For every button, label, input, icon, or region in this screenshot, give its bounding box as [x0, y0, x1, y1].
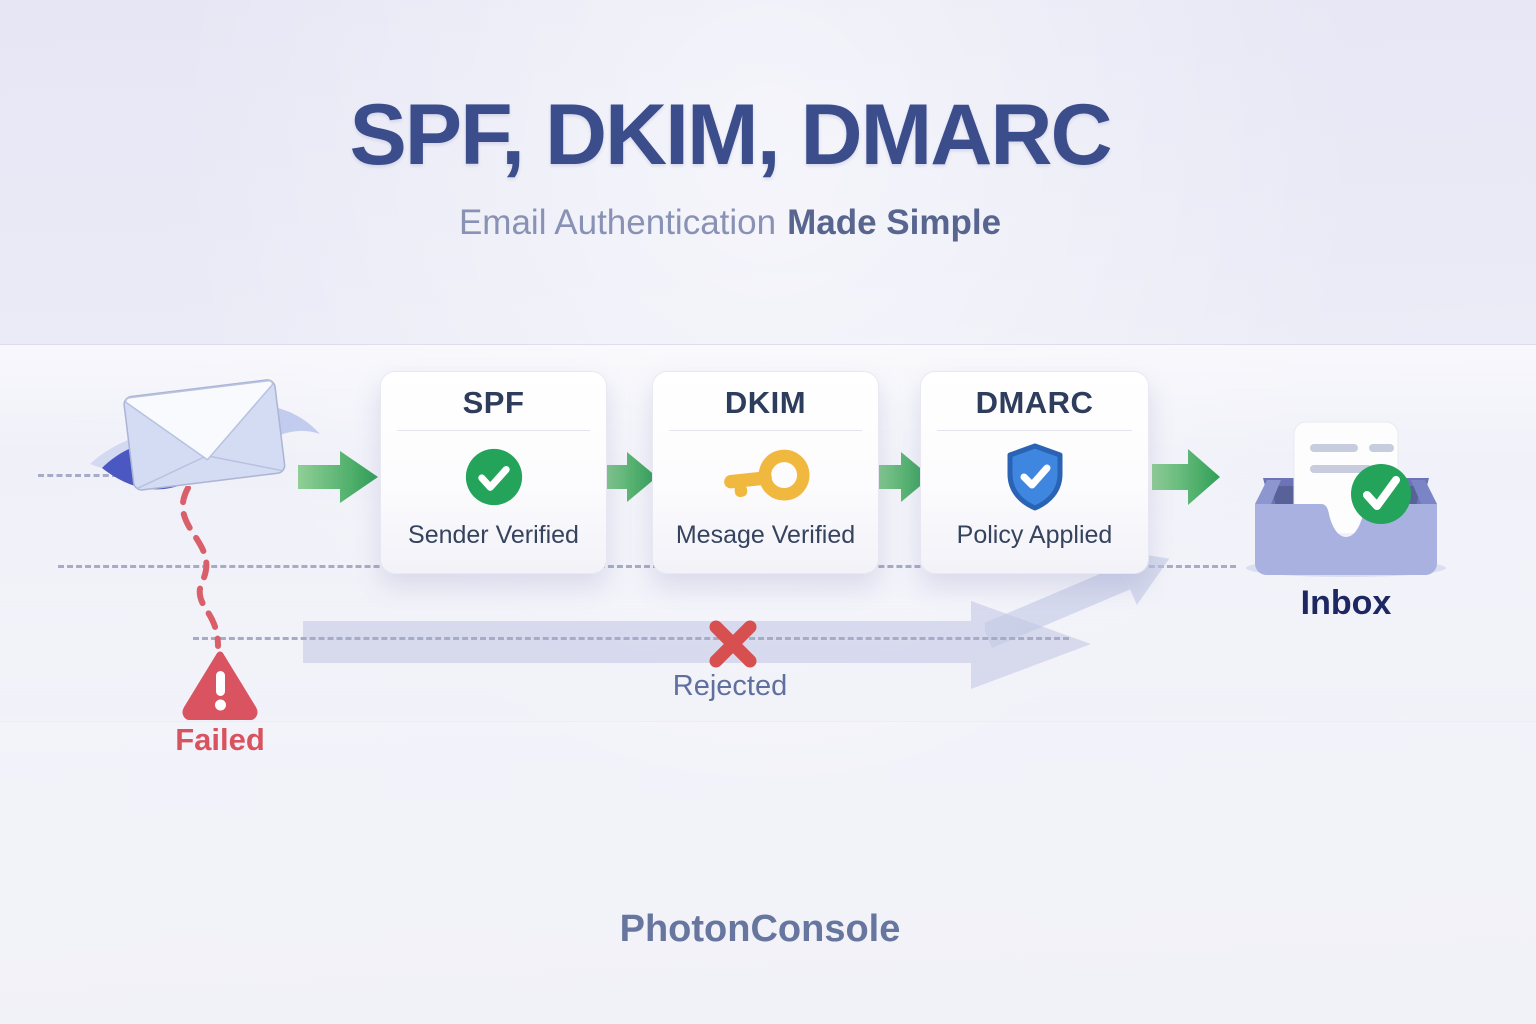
- step-card-spf: SPF Sender Verified: [380, 371, 607, 574]
- step-title-dkim: DKIM: [724, 385, 807, 420]
- flow-arrow-2: [597, 452, 657, 502]
- check-circle-icon: [464, 435, 524, 519]
- card-divider: [668, 430, 863, 431]
- step-status-spf: Sender Verified: [408, 521, 579, 549]
- page-title: SPF, DKIM, DMARC: [349, 87, 1112, 183]
- subtitle-normal: Email Authentication: [458, 203, 777, 242]
- failed-dashed-path: [179, 486, 221, 649]
- email-envelope-icon: [90, 379, 320, 491]
- step-card-dmarc: DMARC Policy Applied: [920, 371, 1149, 574]
- step-title-dmarc: DMARC: [975, 385, 1094, 420]
- warning-triangle-icon: [182, 651, 258, 720]
- rejected-x-icon: [709, 620, 757, 668]
- card-divider: [936, 430, 1133, 431]
- flow-arrow-4: [1152, 449, 1220, 505]
- rejected-label: Rejected: [672, 670, 788, 702]
- inbox-tray-icon: [1246, 421, 1446, 577]
- failed-label: Failed: [175, 722, 265, 757]
- flow-arrow-3: [871, 452, 931, 502]
- page-subtitle: Email Authentication Made Simple: [0, 203, 1460, 243]
- shield-check-icon: [1003, 435, 1067, 519]
- brand-name: PhotonConsole: [619, 908, 901, 950]
- flow-arrow-1: [298, 451, 378, 503]
- incoming-dashed-line: [38, 474, 118, 477]
- header: SPF, DKIM, DMARC Email Authentication Mad…: [0, 86, 1460, 243]
- rejected-path-arrow: [303, 601, 1091, 689]
- rejected-dashed-line: [193, 637, 1069, 640]
- step-title-spf: SPF: [462, 385, 525, 420]
- inbox-label: Inbox: [1300, 584, 1392, 622]
- step-card-dkim: DKIM Mesage Verified: [652, 371, 879, 574]
- subtitle-bold: Made Simple: [787, 203, 1002, 242]
- delivery-dashed-line: [58, 565, 1236, 568]
- key-icon: [720, 435, 812, 519]
- step-status-dmarc: Policy Applied: [956, 521, 1113, 549]
- card-divider: [396, 430, 591, 431]
- step-status-dkim: Mesage Verified: [675, 521, 856, 549]
